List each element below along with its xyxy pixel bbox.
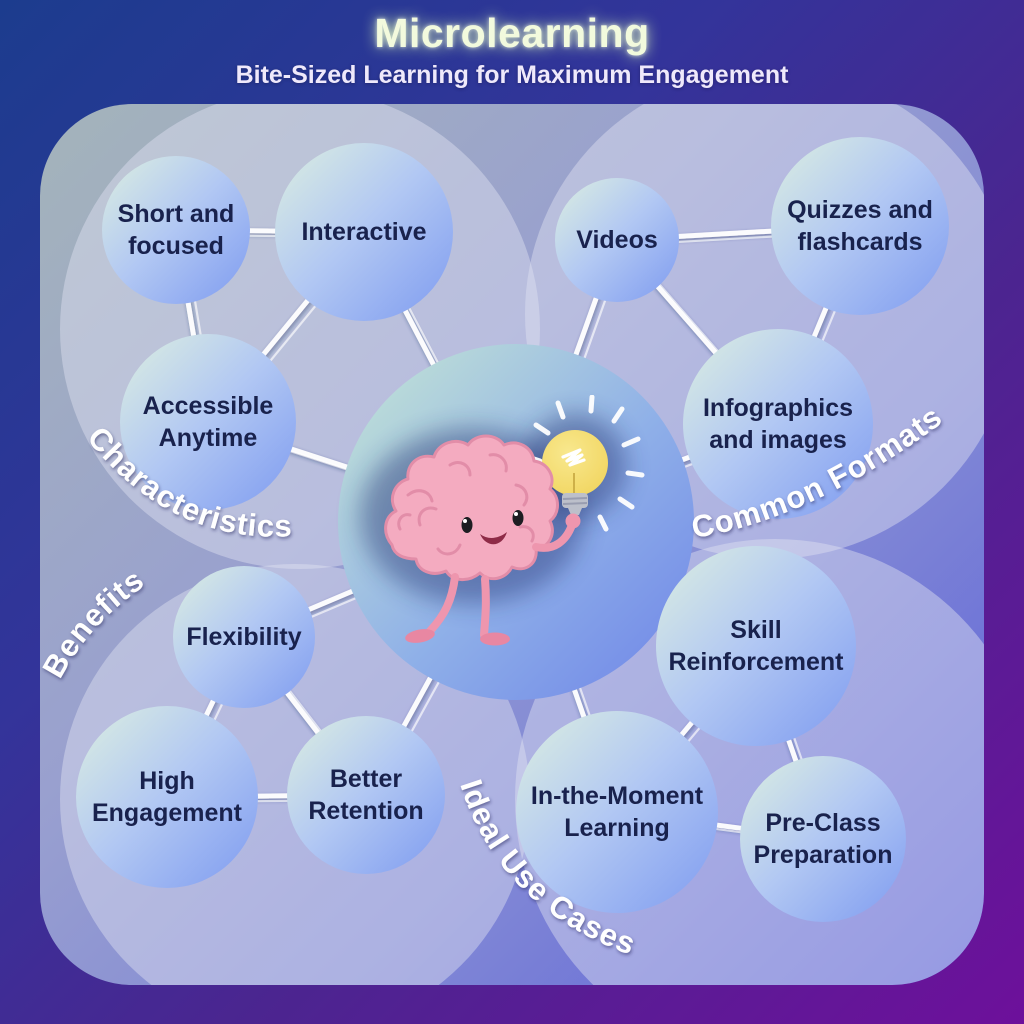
node-short-and-focused: Short and focused xyxy=(102,156,250,304)
page-title: Microlearning xyxy=(374,10,650,56)
node-high-engagement: High Engagement xyxy=(76,706,258,888)
node-better-retention: Better Retention xyxy=(287,716,445,874)
node-pre-class-preparation: Pre-Class Preparation xyxy=(740,756,906,922)
node-flexibility: Flexibility xyxy=(173,566,315,708)
node-quizzes-and-flashcards: Quizzes and flashcards xyxy=(771,137,949,315)
node-interactive: Interactive xyxy=(275,143,453,321)
node-infographics-and-images: Infographics and images xyxy=(683,329,873,519)
node-videos: Videos xyxy=(555,178,679,302)
node-in-the-moment-learning: In-the-Moment Learning xyxy=(516,711,718,913)
page-subtitle: Bite-Sized Learning for Maximum Engageme… xyxy=(235,61,789,89)
node-accessible-anytime: Accessible Anytime xyxy=(120,334,296,510)
node-skill-reinforcement: Skill Reinforcement xyxy=(656,546,856,746)
